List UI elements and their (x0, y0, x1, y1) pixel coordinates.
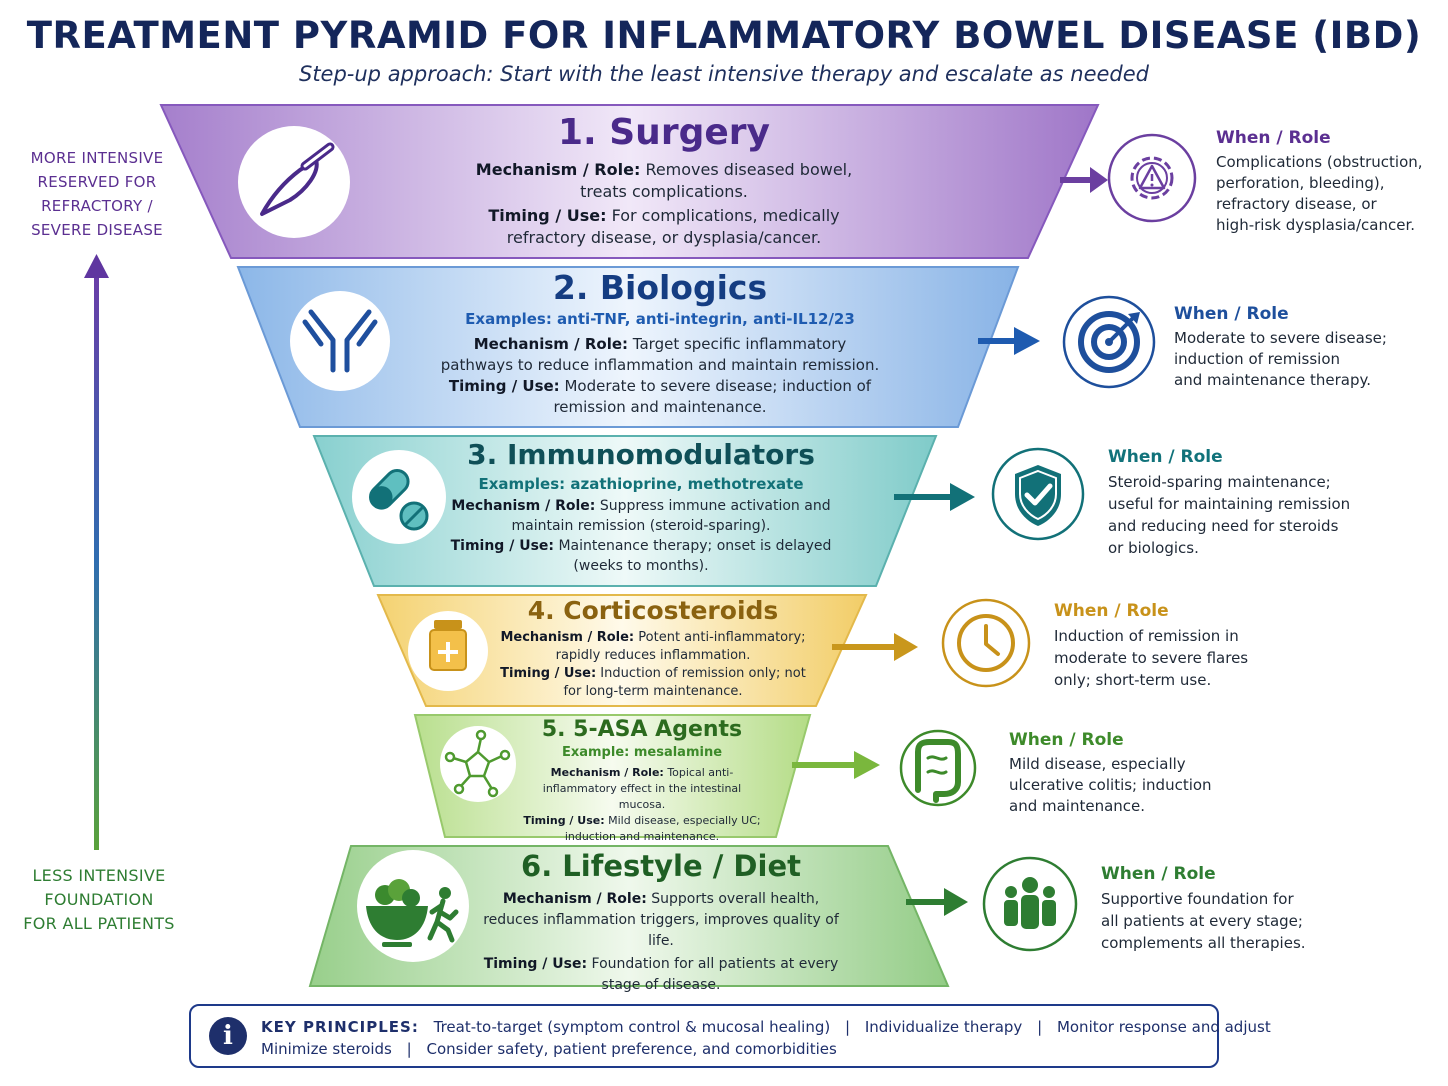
scalpel-icon (238, 126, 350, 238)
tier-mechanism: Mechanism / Role: Supports overall healt… (483, 890, 839, 949)
arrow-surgery (1060, 167, 1108, 193)
antibody-icon (290, 291, 390, 391)
food-bowl-runner-icon (357, 850, 469, 962)
tier-immunomodulators: 3. Immunomodulators Examples: azathiopri… (450, 438, 832, 576)
tier-mechanism: Mechanism / Role: Topical anti-inflammat… (542, 765, 742, 811)
principles-line-2: Minimize steroids | Consider safety, pat… (261, 1040, 837, 1058)
medicine-bottle-icon (408, 611, 488, 691)
tier-timing: Timing / Use: For complications, medical… (488, 205, 840, 247)
tier-band-5asa (413, 714, 812, 838)
arrow-lifestyle (906, 888, 968, 916)
target-icon (1062, 295, 1156, 389)
tier-5asa: 5. 5-ASA Agents Example: mesalamine Mech… (522, 717, 762, 845)
arrow-corticosteroids (832, 633, 918, 661)
pills-icon (352, 450, 446, 544)
tier-corticosteroids: 4. Corticosteroids Mechanism / Role: Pot… (500, 597, 806, 701)
key-principles-box: i KEY PRINCIPLES: Treat-to-target (sympt… (189, 1004, 1271, 1068)
people-group-icon (982, 856, 1078, 952)
when-surgery: When / Role Complications (obstruction, … (1216, 128, 1423, 234)
tier-title: 5. 5-ASA Agents (541, 717, 743, 742)
tier-title: 2. Biologics (552, 268, 768, 307)
tier-title: 6. Lifestyle / Diet (521, 849, 801, 883)
arrow-immunomodulators (894, 483, 975, 511)
tier-timing: Timing / Use: Foundation for all patient… (483, 955, 839, 993)
tier-band-corticosteroids (376, 594, 868, 707)
when-corticosteroids: When / Role Induction of remission in mo… (1054, 601, 1249, 689)
less-intensive-label: LESS INTENSIVE FOUNDATION FOR ALL PATIEN… (23, 866, 175, 933)
key-principles-heading: KEY PRINCIPLES: (261, 1018, 419, 1036)
tier-examples: Examples: anti-TNF, anti-integrin, anti-… (465, 310, 855, 329)
info-icon: i (209, 1017, 247, 1055)
tier-timing: Timing / Use: Moderate to severe disease… (448, 377, 872, 417)
intensity-arrow-head (84, 254, 109, 278)
arrow-biologics (978, 327, 1040, 355)
key-principles-text: KEY PRINCIPLES: Treat-to-target (symptom… (261, 1016, 1271, 1060)
clock-icon (941, 598, 1031, 688)
tier-timing: Timing / Use: Mild disease, especially U… (523, 813, 761, 843)
when-immunomodulators: When / Role Steroid-sparing maintenance;… (1108, 447, 1351, 557)
tier-timing: Timing / Use: Induction of remission onl… (500, 665, 806, 699)
tier-surgery: 1. Surgery Mechanism / Role: Removes dis… (462, 113, 866, 249)
principles-line-1: KEY PRINCIPLES: Treat-to-target (symptom… (261, 1018, 1271, 1036)
tier-examples: Examples: azathioprine, methotrexate (478, 474, 804, 493)
tier-title: 1. Surgery (558, 112, 770, 153)
tier-band-immunomodulators (312, 435, 938, 587)
tier-timing: Timing / Use: Maintenance therapy; onset… (450, 537, 832, 574)
more-intensive-label: MORE INTENSIVE RESERVED FOR REFRACTORY /… (30, 149, 164, 239)
page-subtitle: Step-up approach: Start with the least i… (298, 62, 1150, 86)
gear-warning-icon (1107, 133, 1197, 223)
intestine-icon (899, 729, 977, 807)
tier-title: 4. Corticosteroids (527, 596, 779, 625)
when-5asa: When / Role Mild disease, especially ulc… (1009, 730, 1212, 815)
arrow-5asa (792, 751, 880, 779)
when-biologics: When / Role Moderate to severe disease; … (1174, 304, 1387, 389)
when-lifestyle: When / Role Supportive foundation for al… (1101, 864, 1306, 952)
tier-band-surgery (159, 104, 1100, 259)
tier-band-biologics (236, 266, 1020, 428)
tier-mechanism: Mechanism / Role: Target specific inflam… (440, 335, 880, 375)
tier-mechanism: Mechanism / Role: Suppress immune activa… (451, 497, 831, 534)
page-title: TREATMENT PYRAMID FOR INFLAMMATORY BOWEL… (26, 14, 1422, 57)
tier-lifestyle: 6. Lifestyle / Diet Mechanism / Role: Su… (478, 849, 844, 996)
tier-mechanism: Mechanism / Role: Removes diseased bowel… (475, 159, 853, 201)
tier-mechanism: Mechanism / Role: Potent anti-inflammato… (500, 629, 806, 663)
molecule-icon (440, 726, 516, 802)
intensity-arrow-shaft (94, 272, 99, 850)
tier-biologics: 2. Biologics Examples: anti-TNF, anti-in… (440, 268, 880, 418)
shield-check-icon (991, 447, 1085, 541)
tier-band-lifestyle (308, 845, 950, 987)
tier-examples: Example: mesalamine (561, 745, 723, 761)
tier-title: 3. Immunomodulators (467, 438, 815, 471)
